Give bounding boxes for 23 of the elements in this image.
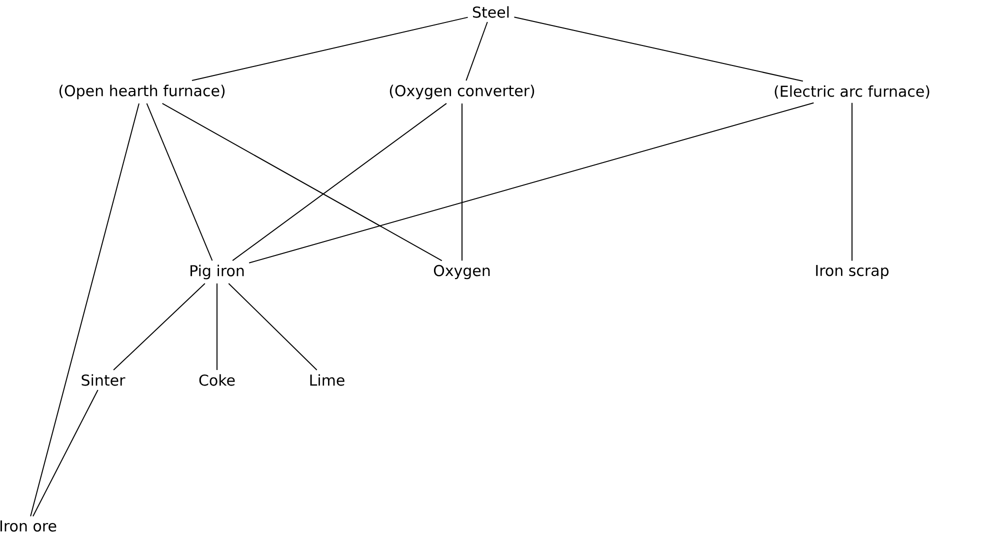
connector-line: [232, 102, 447, 262]
node-label: Oxygen: [434, 264, 490, 280]
connector-line: [514, 16, 804, 82]
connector-line: [228, 282, 318, 370]
connector-line: [191, 16, 468, 82]
connector-line: [113, 282, 206, 370]
connector-line: [30, 102, 140, 517]
node-label: Coke: [199, 374, 235, 386]
connector-line: [216, 282, 218, 370]
node-label: Steel: [472, 6, 509, 18]
connector-line: [146, 102, 213, 262]
node-label: (Oxygen converter): [390, 84, 534, 100]
node-label: Lime: [310, 374, 344, 386]
node-label: Iron ore: [0, 520, 56, 532]
node-label: (Open hearth furnace): [59, 84, 225, 100]
node-label: Pig iron: [190, 264, 244, 280]
connector-line: [466, 22, 488, 82]
node-label: Iron scrap: [816, 264, 889, 280]
connector-line: [32, 390, 98, 517]
node-label: Sinter: [82, 374, 126, 386]
connector-line: [162, 102, 442, 262]
connector-line: [248, 102, 814, 264]
node-label: (Electric arc furnace): [774, 85, 930, 99]
